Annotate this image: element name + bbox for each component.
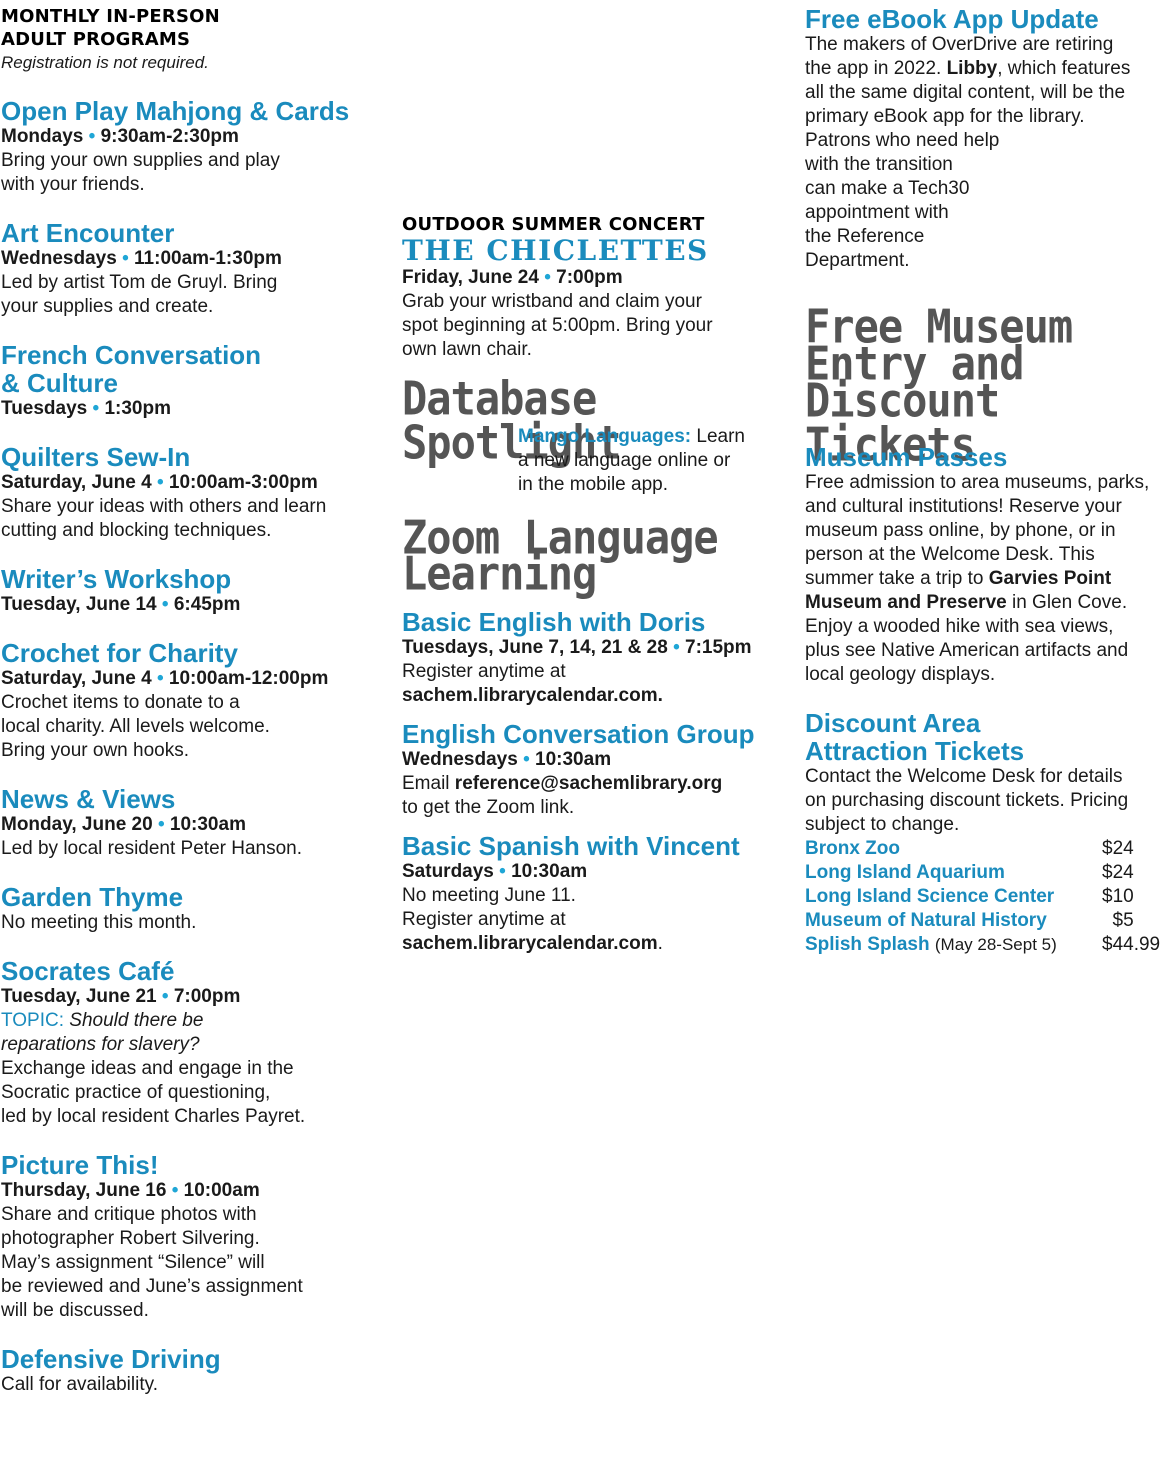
program-schedule: Saturday, June 4 • 10:00am-12:00pm	[1, 668, 329, 689]
program-title: Open Play Mahjong & Cards	[1, 96, 350, 126]
program-schedule: Saturdays • 10:30am	[402, 861, 588, 882]
program-news-views: News & Views Monday, June 20 • 10:30am L…	[1, 785, 391, 861]
program-defensive-driving: Defensive Driving Call for availability.	[1, 1345, 391, 1397]
program-socrates-cafe: Socrates Café Tuesday, June 21 • 7:00pm …	[1, 957, 391, 1129]
program-title: Basic Spanish with Vincent	[402, 831, 740, 861]
program-title: Basic English with Doris	[402, 607, 706, 637]
program-schedule: Wednesdays • 11:00am-1:30pm	[1, 248, 282, 269]
ticket-row: Museum of Natural History $5	[805, 910, 1134, 931]
program-quilters: Quilters Sew-In Saturday, June 4 • 10:00…	[1, 443, 391, 543]
section-header-line1: MONTHLY IN-PERSON	[1, 6, 220, 27]
zoom-language-title: Zoom Language Learning	[402, 510, 719, 601]
program-title: Picture This!	[1, 1150, 159, 1180]
section-header: MONTHLY IN-PERSON ADULT PROGRAMS	[1, 5, 381, 51]
program-title: News & Views	[1, 784, 176, 814]
program-schedule: Tuesdays, June 7, 14, 21 & 28 • 7:15pm	[402, 637, 752, 658]
program-title: Garden Thyme	[1, 882, 184, 912]
program-topic-cont: reparations for slavery?	[1, 1034, 200, 1055]
ticket-row: Splish Splash (May 28-Sept 5)$44.99	[805, 934, 1161, 955]
program-garden-thyme: Garden Thyme No meeting this month.	[1, 883, 391, 935]
program-title: Defensive Driving	[1, 1344, 221, 1374]
database-spotlight-title: Database Spotlight	[402, 371, 622, 470]
register-link[interactable]: sachem.librarycalendar.com	[402, 933, 658, 954]
program-art-encounter: Art Encounter Wednesdays • 11:00am-1:30p…	[1, 219, 391, 319]
section-header-line2: ADULT PROGRAMS	[1, 29, 191, 50]
program-picture-this: Picture This! Thursday, June 16 • 10:00a…	[1, 1151, 391, 1323]
program-schedule: Wednesdays • 10:30am	[402, 749, 612, 770]
program-basic-spanish: Basic Spanish with Vincent Saturdays • 1…	[402, 832, 782, 956]
program-schedule: Saturday, June 4 • 10:00am-3:00pm	[1, 472, 318, 493]
ticket-row: Bronx Zoo$24	[805, 838, 1134, 859]
program-description: Led by local resident Peter Hanson.	[1, 838, 303, 859]
program-title: English Conversation Group	[402, 719, 755, 749]
program-basic-english: Basic English with Doris Tuesdays, June …	[402, 608, 782, 708]
program-writers-workshop: Writer’s Workshop Tuesday, June 14 • 6:4…	[1, 565, 391, 617]
passes-description: Free admission to area museums, parks, a…	[805, 472, 1150, 685]
program-description: Call for availability.	[1, 1374, 158, 1395]
ticket-price-list: Bronx Zoo$24 Long Island Aquarium$24 Lon…	[805, 837, 1170, 957]
program-title: Writer’s Workshop	[1, 564, 232, 594]
ebook-description: The makers of OverDrive are retiring the…	[805, 34, 1131, 271]
concert-block: OUTDOOR SUMMER CONCERT THE CHICLETTES Fr…	[402, 213, 782, 362]
concert-schedule: Friday, June 24 • 7:00pm	[402, 267, 623, 288]
ebook-title: Free eBook App Update	[805, 4, 1099, 34]
passes-title: Museum Passes	[805, 442, 1008, 472]
discount-description: Contact the Welcome Desk for details on …	[805, 766, 1129, 835]
program-topic: TOPIC: Should there be	[1, 1010, 204, 1031]
registration-note: Registration is not required.	[1, 53, 209, 72]
museum-passes-block: Museum Passes Free admission to area mus…	[805, 443, 1170, 687]
database-spotlight-body: Mango Languages: Learn a new language on…	[518, 426, 746, 495]
database-name: Mango Languages:	[518, 426, 692, 447]
program-crochet: Crochet for Charity Saturday, June 4 • 1…	[1, 639, 391, 763]
register-link[interactable]: sachem.librarycalendar.com.	[402, 685, 663, 706]
program-mahjong: Open Play Mahjong & Cards Mondays • 9:30…	[1, 97, 391, 197]
program-schedule: Thursday, June 16 • 10:00am	[1, 1180, 260, 1201]
program-schedule: Mondays • 9:30am-2:30pm	[1, 126, 239, 147]
concert-header: OUTDOOR SUMMER CONCERT	[402, 214, 705, 235]
program-title: French Conversation& Culture	[1, 340, 262, 398]
ebook-block: Free eBook App Update The makers of Over…	[805, 5, 1170, 273]
ticket-row: Long Island Science Center$10	[805, 886, 1134, 907]
program-schedule: Tuesday, June 21 • 7:00pm	[1, 986, 241, 1007]
program-schedule: Tuesdays • 1:30pm	[1, 398, 171, 419]
program-schedule: Monday, June 20 • 10:30am	[1, 814, 246, 835]
program-english-conversation: English Conversation Group Wednesdays • …	[402, 720, 782, 820]
program-schedule: Tuesday, June 14 • 6:45pm	[1, 594, 241, 615]
ticket-row: Long Island Aquarium$24	[805, 862, 1134, 883]
email-link[interactable]: reference@sachemlibrary.org	[454, 773, 723, 794]
program-title: Crochet for Charity	[1, 638, 238, 668]
program-title: Art Encounter	[1, 218, 175, 248]
museum-heading: Free Museum Entry and Discount Tickets	[805, 299, 1073, 472]
program-description: No meeting this month.	[1, 912, 197, 933]
concert-title: THE CHICLETTES	[402, 234, 709, 267]
program-title: Quilters Sew-In	[1, 442, 191, 472]
program-french-conversation: French Conversation& Culture Tuesdays • …	[1, 341, 391, 421]
program-title: Socrates Café	[1, 956, 175, 986]
